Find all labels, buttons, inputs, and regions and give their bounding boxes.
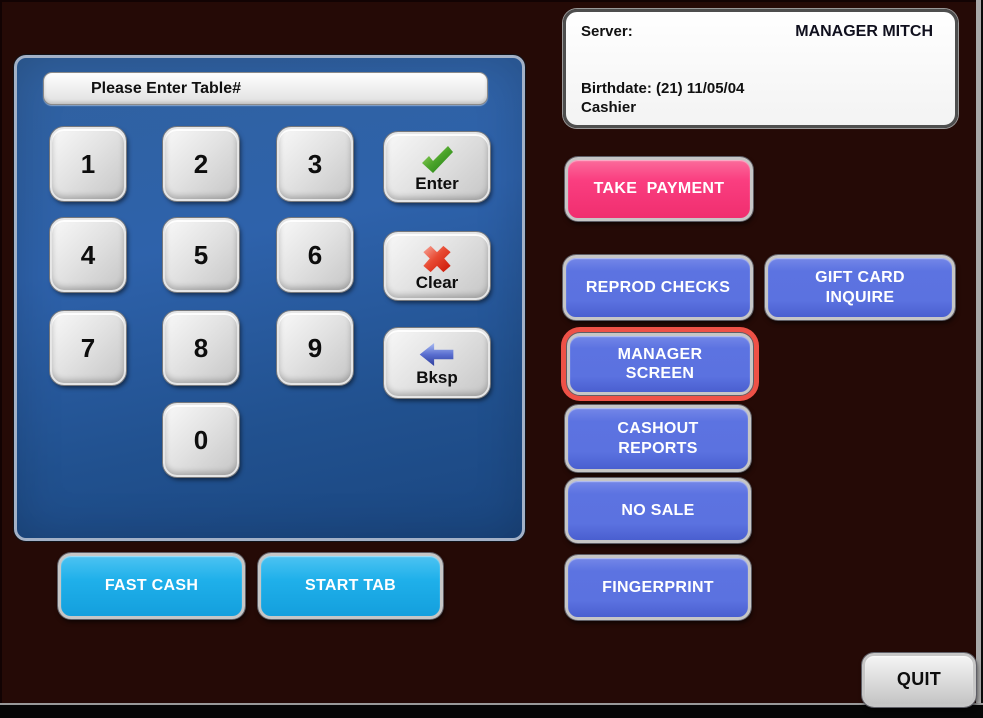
manager-screen-button[interactable]: MANAGER SCREEN xyxy=(567,333,753,395)
key-9[interactable]: 9 xyxy=(277,311,353,385)
key-3[interactable]: 3 xyxy=(277,127,353,201)
bksp-key-label: Bksp xyxy=(416,368,458,387)
cashout-reports-label: CASHOUT REPORTS xyxy=(617,420,699,457)
key-8[interactable]: 8 xyxy=(163,311,239,385)
table-number-display[interactable]: Please Enter Table# xyxy=(43,72,488,105)
server-name: MANAGER MITCH xyxy=(795,23,933,40)
screen-edge-right xyxy=(976,0,981,718)
fingerprint-button[interactable]: FINGERPRINT xyxy=(565,555,751,620)
gift-card-inquire-label: GIFT CARD INQUIRE xyxy=(815,269,905,306)
clear-key-label: Clear xyxy=(415,272,459,292)
fingerprint-label: FINGERPRINT xyxy=(602,578,714,596)
key-4[interactable]: 4 xyxy=(50,218,126,292)
blue-left-arrow-icon xyxy=(419,342,455,369)
bottom-divider-line xyxy=(0,703,983,705)
server-label: Server: xyxy=(581,23,633,40)
take-payment-label: TAKE PAYMENT xyxy=(593,180,725,198)
key-6[interactable]: 6 xyxy=(277,218,353,292)
no-sale-label: NO SALE xyxy=(621,501,695,519)
bottom-bar xyxy=(0,705,983,718)
fast-cash-button[interactable]: FAST CASH xyxy=(58,553,245,619)
screen-edge-right-outer xyxy=(981,0,983,718)
reprod-checks-button[interactable]: REPROD CHECKS xyxy=(563,255,753,320)
take-payment-button[interactable]: TAKE PAYMENT xyxy=(565,157,753,221)
enter-key-label: Enter xyxy=(415,173,459,193)
bksp-key[interactable]: Bksp xyxy=(384,328,490,398)
start-tab-button[interactable]: START TAB xyxy=(258,553,443,619)
key-0[interactable]: 0 xyxy=(163,403,239,477)
key-5[interactable]: 5 xyxy=(163,218,239,292)
fast-cash-label: FAST CASH xyxy=(104,577,199,595)
server-details: Birthdate: (21) 11/05/04 Cashier xyxy=(581,79,744,117)
enter-key[interactable]: Enter xyxy=(384,132,490,202)
cashier-text: Cashier xyxy=(581,99,637,116)
quit-button[interactable]: QUIT xyxy=(862,653,976,707)
key-1[interactable]: 1 xyxy=(50,127,126,201)
cashout-reports-button[interactable]: CASHOUT REPORTS xyxy=(565,405,751,472)
green-checkmark-icon xyxy=(419,145,455,175)
screen-edge-top xyxy=(0,0,983,2)
clear-key[interactable]: Clear xyxy=(384,232,490,300)
reprod-checks-label: REPROD CHECKS xyxy=(585,278,731,296)
gift-card-inquire-button[interactable]: GIFT CARD INQUIRE xyxy=(765,255,955,320)
server-row: Server: MANAGER MITCH xyxy=(581,23,933,41)
no-sale-button[interactable]: NO SALE xyxy=(565,478,751,543)
manager-screen-label: MANAGER SCREEN xyxy=(617,345,703,382)
screen-edge-left xyxy=(0,0,2,718)
key-2[interactable]: 2 xyxy=(163,127,239,201)
start-tab-label: START TAB xyxy=(305,577,396,595)
key-7[interactable]: 7 xyxy=(50,311,126,385)
red-x-icon xyxy=(421,244,453,274)
quit-label: QUIT xyxy=(896,669,942,690)
server-panel: Server: MANAGER MITCH Birthdate: (21) 11… xyxy=(563,9,958,128)
birthdate-text: Birthdate: (21) 11/05/04 xyxy=(581,80,745,97)
